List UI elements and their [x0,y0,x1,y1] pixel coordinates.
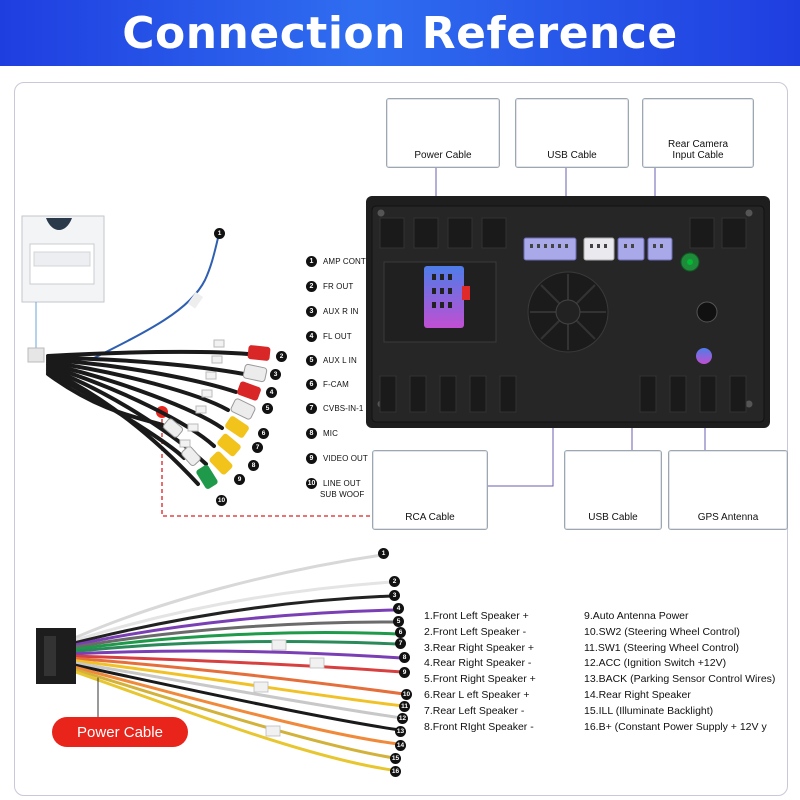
rca-legend-item: 9 VIDEO OUT [306,453,368,464]
legend-label: LINE OUT SUB WOOF [306,479,364,499]
power-harness [36,553,406,772]
legend-number: 9 [306,453,317,464]
legend-number: 3 [306,306,317,317]
rca-number-dot: 7 [252,442,263,453]
wire-number-dot: 11 [399,701,410,712]
legend-label: AUX R IN [323,307,359,316]
rca-number-dot: 5 [262,403,273,414]
wire-number-dot: 2 [389,576,400,587]
wire-entry: 14.Rear Right Speaker [584,688,691,701]
legend-label: FL OUT [323,332,352,341]
wire-list-left: 1.Front Left Speaker + 2.Front Left Spea… [424,609,536,735]
power-cable-badge: Power Cable [52,717,188,747]
usb-cable-top-box: USB Cable [515,98,629,168]
legend-number: 5 [306,355,317,366]
wire-number-dot: 9 [399,667,410,678]
legend-label: AUX L IN [323,356,357,365]
legend-label: AMP CONT [323,257,366,266]
usb-cable-bottom-label: USB Cable [588,512,638,523]
legend-number: 2 [306,281,317,292]
gps-antenna-label: GPS Antenna [697,512,759,523]
wire-number-dot: 8 [399,652,410,663]
wire-number-dot: 3 [389,590,400,601]
rear-camera-label-line2: Input Cable [672,150,724,161]
legend-number: 6 [306,379,317,390]
rca-harness [21,215,271,489]
wire-entry: 13.BACK (Parking Sensor Control Wires) [584,673,776,686]
legend-number: 7 [306,403,317,414]
title-banner: Connection Reference [0,0,800,66]
wire-number-dot: 12 [397,713,408,724]
wire-number-dot: 7 [395,638,406,649]
rca-number-dot: 10 [216,495,227,506]
rca-legend-item: 6 F-CAM [306,379,349,390]
rca-number-dot: 8 [248,460,259,471]
rca-number-dot: 6 [258,428,269,439]
rca-number-dot: 3 [270,369,281,380]
legend-number: 4 [306,331,317,342]
wire-entry: 3.Rear Right Speaker + [424,641,535,654]
wire-number-dot: 4 [393,603,404,614]
wire-number-dot: 1 [378,548,389,559]
wire-entry: 9.Auto Antenna Power [584,610,689,622]
rca-number-dot: 1 [214,228,225,239]
legend-number: 1 [306,256,317,267]
rca-legend-item: 1 AMP CONT [306,256,366,267]
rca-cable-box: RCA Cable [372,450,488,530]
rca-legend-item: 8 MIC [306,428,338,439]
wire-entry: 1.Front Left Speaker + [424,610,529,622]
gps-antenna-box: GPS Antenna [668,450,788,530]
usb-cable-top-label: USB Cable [547,150,597,161]
legend-label: FR OUT [323,282,354,291]
wire-entry: 8.Front RIght Speaker - [424,720,534,733]
rca-number-dot: 9 [234,474,245,485]
wire-number-dot: 16 [390,766,401,777]
legend-number: 10 [306,478,317,489]
rca-legend-item: 2 FR OUT [306,281,353,292]
rca-number-dot: 4 [266,387,277,398]
usb-cable-bottom-box: USB Cable [564,450,662,530]
rear-camera-label-line1: Rear Camera [667,139,729,150]
rca-cable-label: RCA Cable [405,512,455,523]
wire-entry: 15.ILL (Illuminate Backlight) [584,704,714,717]
rear-camera-label: Rear Camera Input Cable [643,139,753,161]
power-cable-label: Power Cable [414,150,472,161]
wire-number-dot: 15 [390,753,401,764]
rca-number-dot: 2 [276,351,287,362]
wire-entry: 6.Rear L eft Speaker + [424,688,530,701]
rca-legend-item: 4 FL OUT [306,331,352,342]
rca-legend-item: 3 AUX R IN [306,306,358,317]
rear-camera-box: Rear Camera Input Cable [642,98,754,168]
legend-label: F-CAM [323,380,349,389]
legend-label: CVBS-IN-1 [323,404,364,413]
wire-entry: 5.Front Right Speaker + [424,673,536,686]
wire-entry: 2.Front Left Speaker - [424,625,527,638]
wire-number-dot: 6 [395,627,406,638]
legend-label-line2: SUB WOOF [320,490,365,499]
legend-label: VIDEO OUT [323,454,368,463]
wire-entry: 11.SW1 (Steering Wheel Control) [584,641,740,654]
legend-label: MIC [323,429,338,438]
rca-legend-item: 5 AUX L IN [306,355,357,366]
rca-legend-item: 7 CVBS-IN-1 [306,403,363,414]
legend-number: 8 [306,428,317,439]
wire-number-dot: 14 [395,740,406,751]
wire-number-dot: 5 [393,616,404,627]
power-cable-box: Power Cable [386,98,500,168]
wire-entry: 7.Rear Left Speaker - [424,704,525,717]
wire-number-dot: 10 [401,689,412,700]
wire-entry: 12.ACC (Ignition Switch +12V) [584,657,727,670]
wire-entry: 4.Rear Right Speaker - [424,657,532,670]
rca-legend-item: 10 LINE OUT SUB WOOF [306,478,364,500]
wire-number-dot: 13 [395,726,406,737]
wire-list-right: 9.Auto Antenna Power 10.SW2 (Steering Wh… [584,609,775,735]
legend-label-line1: LINE OUT [323,479,361,488]
wire-entry: 10.SW2 (Steering Wheel Control) [584,625,740,638]
page-title: Connection Reference [122,7,678,59]
wire-entry: 16.B+ (Constant Power Supply + 12V y [584,720,767,733]
head-unit-back [366,196,770,428]
